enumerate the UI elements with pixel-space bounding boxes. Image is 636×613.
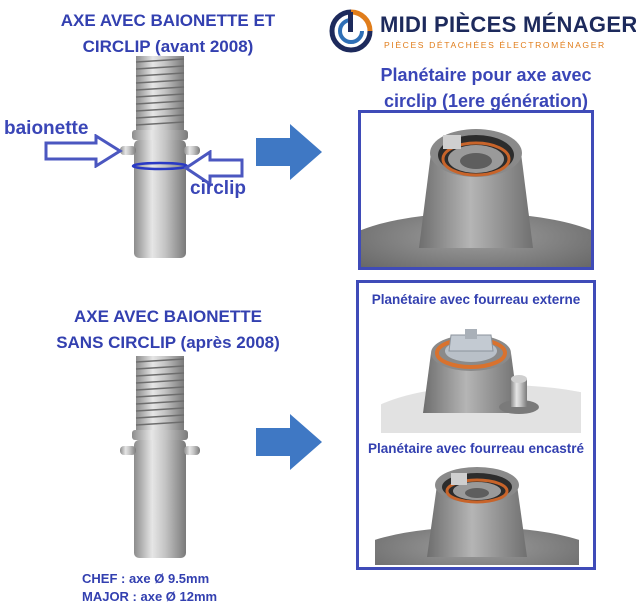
- external-sleeve-image: [381, 329, 581, 433]
- caption-external-sleeve: Planétaire avec fourreau externe: [371, 292, 581, 307]
- spec-chef: CHEF : axe Ø 9.5mm: [82, 571, 210, 586]
- logo-tagline: PIÈCES DÉTACHÉES ÉLECTROMÉNAGER: [384, 40, 606, 50]
- circlip-arrow-icon: [184, 150, 244, 186]
- logo-name: MIDI PIÈCES MÉNAGER: [380, 12, 636, 37]
- bottom-axle-illustration: [120, 356, 200, 558]
- top-planetary-image: [336, 129, 616, 293]
- bottom-axle-title-line2: SANS CIRCLIP (après 2008): [56, 333, 280, 352]
- top-axle-title-line2: CIRCLIP (avant 2008): [82, 37, 254, 56]
- brand-logo: MIDI PIÈCES MÉNAGER PIÈCES DÉTACHÉES ÉLE…: [328, 6, 636, 56]
- bottom-flow-arrow-icon: [256, 414, 322, 470]
- bayonet-label: baionette: [4, 118, 89, 139]
- bottom-axle-title-line1: AXE AVEC BAIONETTE: [74, 307, 262, 326]
- top-planetary-title-line2: circlip (1ere génération): [383, 91, 589, 111]
- top-axle-title: AXE AVEC BAIONETTE ET CIRCLIP (avant 200…: [40, 8, 296, 60]
- bottom-planetary-frame: Planétaire avec fourreau externe Planéta…: [356, 280, 596, 570]
- top-axle-illustration: [120, 56, 200, 258]
- top-planetary-frame: [336, 110, 616, 293]
- axle-specs: CHEF : axe Ø 9.5mm MAJOR : axe Ø 12mm: [82, 570, 217, 606]
- bayonet-arrow-icon: [44, 134, 123, 168]
- circlip-label: circlip: [190, 178, 246, 199]
- top-flow-arrow-icon: [256, 124, 322, 180]
- caption-embedded-sleeve: Planétaire avec fourreau encastré: [367, 441, 585, 456]
- logo-mark-icon: [329, 9, 373, 53]
- top-planetary-title: Planétaire pour axe avec circlip (1ere g…: [340, 62, 632, 114]
- top-axle-title-line1: AXE AVEC BAIONETTE ET: [60, 11, 276, 30]
- bottom-axle-title: AXE AVEC BAIONETTE SANS CIRCLIP (après 2…: [38, 304, 298, 356]
- embedded-sleeve-image: [375, 467, 579, 565]
- spec-major: MAJOR : axe Ø 12mm: [82, 589, 218, 604]
- top-planetary-title-line1: Planétaire pour axe avec: [380, 65, 592, 85]
